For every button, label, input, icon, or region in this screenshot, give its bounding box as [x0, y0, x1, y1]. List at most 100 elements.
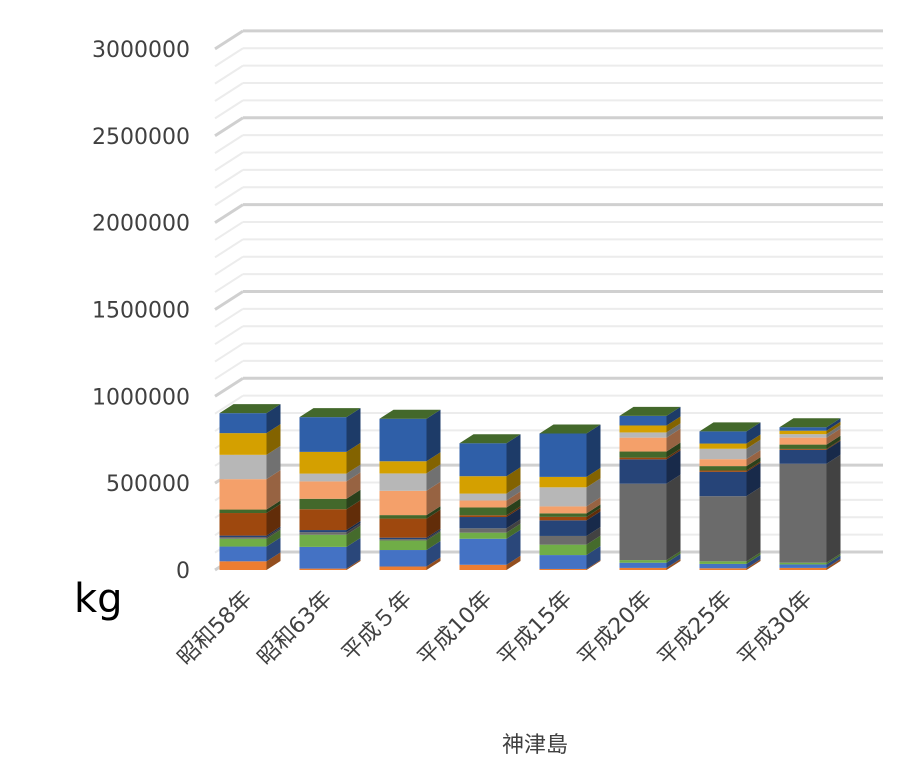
- bar-segment: [379, 518, 427, 538]
- bar-top-face: [459, 434, 521, 444]
- bar-segment-side: [346, 500, 361, 531]
- bar-segment-side: [586, 497, 601, 514]
- bar-segment-side: [426, 557, 441, 570]
- bar-segment-side: [746, 461, 761, 472]
- y-tick-label: 500000: [106, 472, 190, 497]
- bar-segment-side: [426, 531, 441, 551]
- stacked-bar: [779, 418, 841, 570]
- bar-segment-side: [666, 450, 681, 484]
- bar-segment: [779, 427, 827, 431]
- bar-segment: [539, 516, 587, 521]
- minor-gridline-depth: [214, 238, 244, 259]
- bar-segment: [539, 487, 587, 507]
- bar-segment-side: [506, 491, 521, 508]
- bar-segment-side: [666, 423, 681, 438]
- minor-gridline-depth: [214, 186, 244, 207]
- bar-segment: [699, 568, 747, 570]
- bar-segment-side: [586, 507, 601, 521]
- bar-segment: [619, 437, 667, 452]
- major-gridline-depth: [214, 203, 244, 224]
- bar-segment: [539, 476, 587, 488]
- bar-segment: [219, 413, 267, 434]
- bar-segment: [539, 535, 587, 545]
- major-gridline-depth: [214, 116, 244, 138]
- bar-segment-side: [346, 525, 361, 547]
- bar-segment-side: [266, 445, 281, 480]
- y-tick-label: 2500000: [92, 125, 190, 150]
- bar-segment-side: [666, 553, 681, 568]
- stacked-bar: [539, 424, 601, 570]
- x-tick-label: 平成10年: [413, 587, 497, 671]
- bar-segment-side: [826, 558, 841, 570]
- bar-segment-side: [666, 558, 681, 570]
- bar-segment: [459, 493, 507, 501]
- bar-segment-side: [666, 416, 681, 433]
- bar-segment-side: [746, 439, 761, 460]
- bar-segment: [299, 473, 347, 482]
- bar-top-face: [299, 408, 361, 418]
- bar-segment: [699, 563, 747, 569]
- bar-segment: [459, 528, 507, 533]
- bar-segment-side: [426, 481, 441, 516]
- bar-segment: [219, 479, 267, 510]
- bar-top-face: [539, 424, 601, 434]
- bar-segment: [459, 476, 507, 494]
- bar-segment-side: [586, 511, 601, 536]
- bar-segment: [699, 459, 747, 467]
- bar-segment-side: [266, 424, 281, 455]
- bar-segment-side: [746, 552, 761, 564]
- y-tick-label: 1500000: [92, 298, 190, 323]
- bar-segment: [219, 513, 267, 536]
- bar-segment: [619, 451, 667, 458]
- bar-segment-side: [506, 529, 521, 565]
- bar-segment: [699, 471, 747, 497]
- bar-segment-side: [266, 500, 281, 514]
- minor-gridline-depth: [214, 394, 244, 415]
- bar-segment: [299, 481, 347, 499]
- bar-segment: [379, 550, 427, 567]
- bar-segment: [699, 496, 747, 562]
- stacked-bar: [699, 422, 761, 570]
- x-tick-label: 昭和63年: [253, 587, 337, 671]
- major-gridline-depth: [214, 290, 244, 311]
- stacked-bar: [299, 408, 361, 570]
- bar-segment: [619, 457, 667, 460]
- bar-segment-side: [826, 439, 841, 450]
- bar-segment: [459, 517, 507, 529]
- minor-gridline-depth: [214, 47, 244, 68]
- bar-segment-side: [586, 526, 601, 545]
- bar-segment: [619, 567, 667, 570]
- bar-segment: [459, 532, 507, 539]
- bar-segment: [459, 500, 507, 508]
- bar-segment-side: [826, 421, 841, 435]
- bar-segment: [539, 506, 587, 514]
- bar-segment-side: [746, 450, 761, 467]
- bar-segment-side: [746, 434, 761, 449]
- bar-segment: [539, 520, 587, 536]
- bar-segment: [299, 568, 347, 570]
- bar-segment-side: [426, 541, 441, 567]
- bar-segment-side: [586, 559, 601, 570]
- bar-segment-side: [426, 464, 441, 491]
- bar-segment: [379, 490, 427, 516]
- bar-segment: [299, 417, 347, 452]
- bar-top-face: [219, 404, 281, 414]
- x-tick-label: 平成25年: [653, 587, 737, 671]
- bar-segment-side: [346, 523, 361, 535]
- bar-segment: [699, 448, 747, 460]
- stacked-bar: [219, 404, 281, 570]
- bar-segment: [779, 448, 827, 450]
- bar-segment: [219, 509, 267, 514]
- bar-segment-side: [266, 527, 281, 539]
- minor-gridline-depth: [214, 342, 244, 363]
- bar-segment-side: [826, 435, 841, 449]
- bar-segment-side: [506, 467, 521, 494]
- bar-segment: [779, 463, 827, 563]
- minor-gridline-depth: [214, 307, 244, 328]
- bar-segment: [779, 437, 827, 445]
- bar-segment: [299, 534, 347, 547]
- bar-segment: [219, 561, 267, 570]
- bar-segment: [299, 530, 347, 533]
- bar-segment: [779, 562, 827, 565]
- bar-segment: [539, 513, 587, 517]
